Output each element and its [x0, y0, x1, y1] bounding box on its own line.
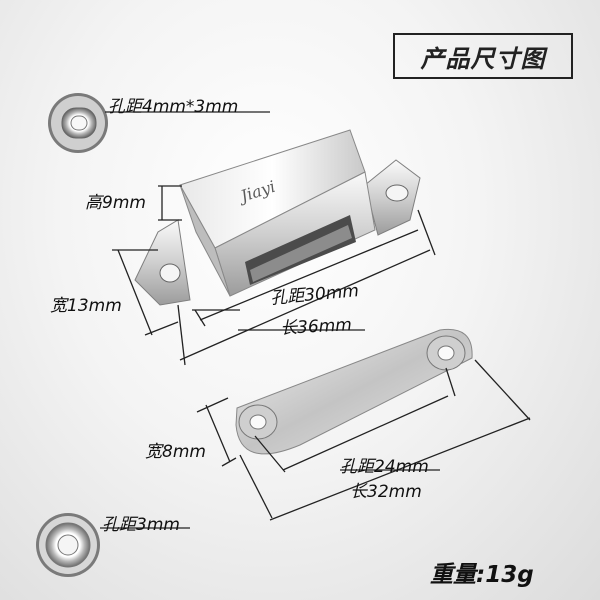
catch-width-label: 宽13mm: [50, 296, 122, 316]
hole-detail-top: [48, 93, 270, 153]
hole-detail-bottom: [36, 513, 190, 577]
strike-plate: [235, 328, 473, 455]
bottom-hole-spacing-label: 孔距3mm: [102, 515, 180, 535]
magnetic-catch: [134, 129, 421, 306]
plate-length-label: 长32mm: [350, 482, 422, 502]
product-weight: 重量:13g: [430, 562, 534, 588]
plate-dimension-lines: [196, 359, 531, 521]
plate-hole-spacing-label: 孔距24mm: [340, 457, 429, 477]
plate-width-label: 宽8mm: [145, 442, 206, 462]
catch-length-label: 长36mm: [279, 315, 353, 339]
catch-dimension-lines: [112, 185, 436, 366]
page-title: 产品尺寸图: [393, 33, 573, 79]
catch-height-label: 高9mm: [85, 193, 146, 213]
top-hole-spacing-label: 孔距4mm*3mm: [108, 97, 239, 117]
